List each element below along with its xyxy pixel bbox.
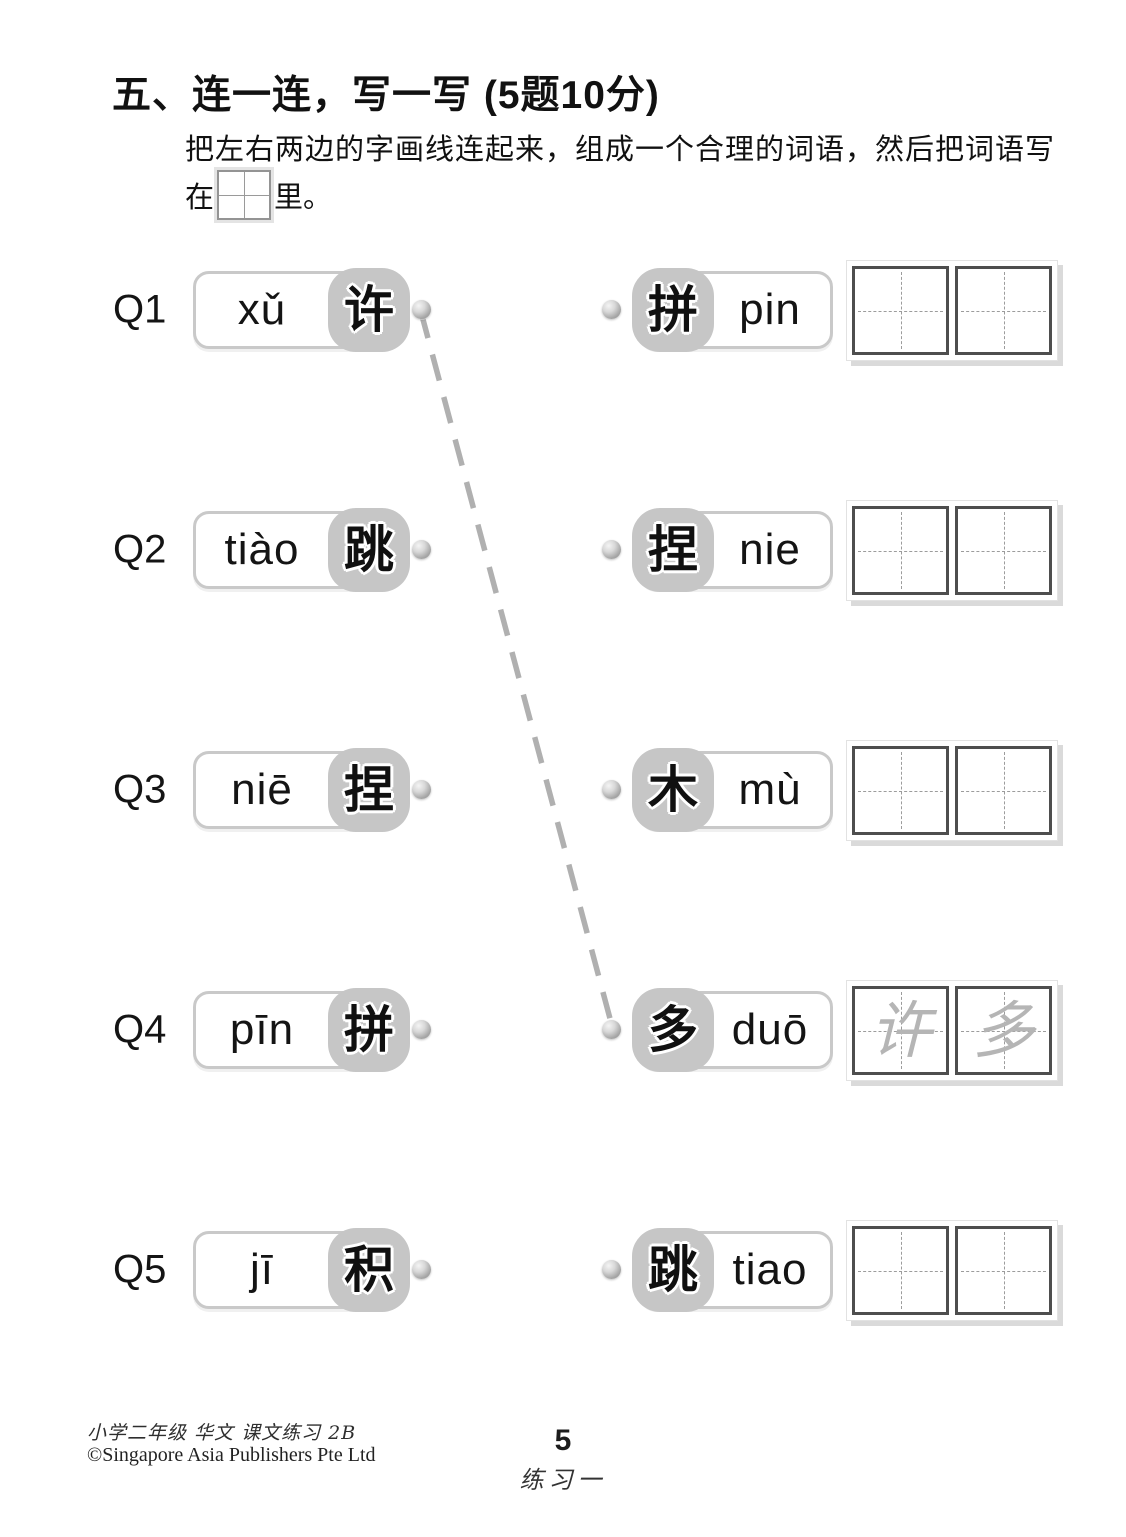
question-row-q4: Q4 pīn 拼 多 duō 许 多: [0, 980, 1126, 1081]
writing-cell-2[interactable]: [955, 266, 1052, 355]
pinyin-label: xǔ: [237, 285, 287, 334]
character-label: 多: [648, 1000, 698, 1059]
instructions-line-2-prefix: 在: [185, 182, 215, 214]
character-label: 跳: [344, 520, 394, 579]
writing-cell-2[interactable]: 多: [955, 986, 1052, 1075]
faint-answer-char-1: 许: [869, 993, 932, 1067]
faint-answer-char-2: 多: [972, 993, 1035, 1067]
character-label: 拼: [648, 280, 698, 339]
question-row-q2: Q2 tiào 跳 捏 nie: [0, 500, 1126, 601]
pinyin-label: pīn: [229, 1005, 295, 1054]
writing-grid: [846, 740, 1058, 841]
character-label: 积: [344, 1240, 394, 1299]
left-match-card[interactable]: pīn 拼: [193, 988, 410, 1072]
character-bubble: 拼: [328, 988, 410, 1072]
character-label: 捏: [648, 520, 698, 579]
character-label: 许: [344, 280, 394, 339]
writing-grid: [846, 500, 1058, 601]
footer-page-number: 5: [554, 1424, 572, 1457]
character-bubble: 跳: [632, 1228, 714, 1312]
page-title: 五、连一连，写一写 (5题10分): [112, 74, 660, 117]
right-match-card[interactable]: 跳 tiao: [632, 1228, 833, 1312]
pinyin-label: duō: [731, 1005, 809, 1054]
writing-cell-1[interactable]: [852, 506, 949, 595]
character-bubble: 积: [328, 1228, 410, 1312]
right-connector-dot[interactable]: [602, 780, 621, 799]
writing-cell-1[interactable]: [852, 746, 949, 835]
footer-book-title: 小学二年级 华文 课文练习 2B: [87, 1422, 357, 1444]
pinyin-label: mù: [738, 765, 802, 814]
right-connector-dot[interactable]: [602, 1020, 621, 1039]
character-bubble: 捏: [328, 748, 410, 832]
right-match-card[interactable]: 捏 nie: [632, 508, 833, 592]
writing-cell-2[interactable]: [955, 746, 1052, 835]
pinyin-label: nie: [739, 525, 801, 574]
left-connector-dot[interactable]: [412, 300, 431, 319]
writing-cell-2[interactable]: [955, 1226, 1052, 1315]
character-bubble: 多: [632, 988, 714, 1072]
left-match-card[interactable]: niē 捏: [193, 748, 410, 832]
character-label: 跳: [648, 1240, 698, 1299]
question-row-q3: Q3 niē 捏 木 mù: [0, 740, 1126, 841]
right-match-card[interactable]: 拼 pin: [632, 268, 833, 352]
grid-box-glyph: [214, 167, 275, 223]
question-label: Q3: [113, 767, 167, 812]
question-label: Q2: [113, 527, 167, 572]
writing-grid: [846, 1220, 1058, 1321]
question-label: Q4: [113, 1007, 167, 1052]
question-label: Q5: [113, 1247, 167, 1292]
instructions-line-1: 把左右两边的字画线连起来，组成一个合理的词语，然后把词语写: [185, 134, 1056, 166]
pinyin-label: tiao: [732, 1245, 808, 1294]
left-match-card[interactable]: xǔ 许: [193, 268, 410, 352]
character-bubble: 跳: [328, 508, 410, 592]
left-connector-dot[interactable]: [412, 540, 431, 559]
writing-cell-1[interactable]: [852, 266, 949, 355]
footer-copyright: ©Singapore Asia Publishers Pte Ltd: [87, 1444, 376, 1466]
left-connector-dot[interactable]: [412, 1020, 431, 1039]
character-label: 木: [648, 760, 698, 819]
connection-line-q1-to-q4: [418, 311, 615, 1027]
left-connector-dot[interactable]: [412, 1260, 431, 1279]
pinyin-label: niē: [231, 765, 293, 814]
instructions-line-2-suffix: 里。: [274, 182, 333, 214]
pinyin-label: jī: [250, 1245, 274, 1294]
character-label: 捏: [344, 760, 394, 819]
writing-grid: 许 多: [846, 980, 1058, 1081]
question-label: Q1: [113, 287, 167, 332]
left-match-card[interactable]: jī 积: [193, 1228, 410, 1312]
character-bubble: 木: [632, 748, 714, 832]
right-match-card[interactable]: 木 mù: [632, 748, 833, 832]
question-row-q5: Q5 jī 积 跳 tiao: [0, 1220, 1126, 1321]
character-bubble: 许: [328, 268, 410, 352]
right-match-card[interactable]: 多 duō: [632, 988, 833, 1072]
right-connector-dot[interactable]: [602, 300, 621, 319]
writing-grid: [846, 260, 1058, 361]
pinyin-label: tiào: [224, 525, 300, 574]
writing-cell-1[interactable]: [852, 1226, 949, 1315]
writing-cell-2[interactable]: [955, 506, 1052, 595]
writing-cell-1[interactable]: 许: [852, 986, 949, 1075]
character-label: 拼: [344, 1000, 394, 1059]
right-connector-dot[interactable]: [602, 540, 621, 559]
character-bubble: 拼: [632, 268, 714, 352]
question-row-q1: Q1 xǔ 许 拼 pin: [0, 260, 1126, 361]
instructions-line-2: 在 里。: [185, 164, 332, 226]
pinyin-label: pin: [739, 285, 801, 334]
left-match-card[interactable]: tiào 跳: [193, 508, 410, 592]
character-bubble: 捏: [632, 508, 714, 592]
right-connector-dot[interactable]: [602, 1260, 621, 1279]
footer-exercise-label: 练习一: [519, 1466, 607, 1494]
left-connector-dot[interactable]: [412, 780, 431, 799]
